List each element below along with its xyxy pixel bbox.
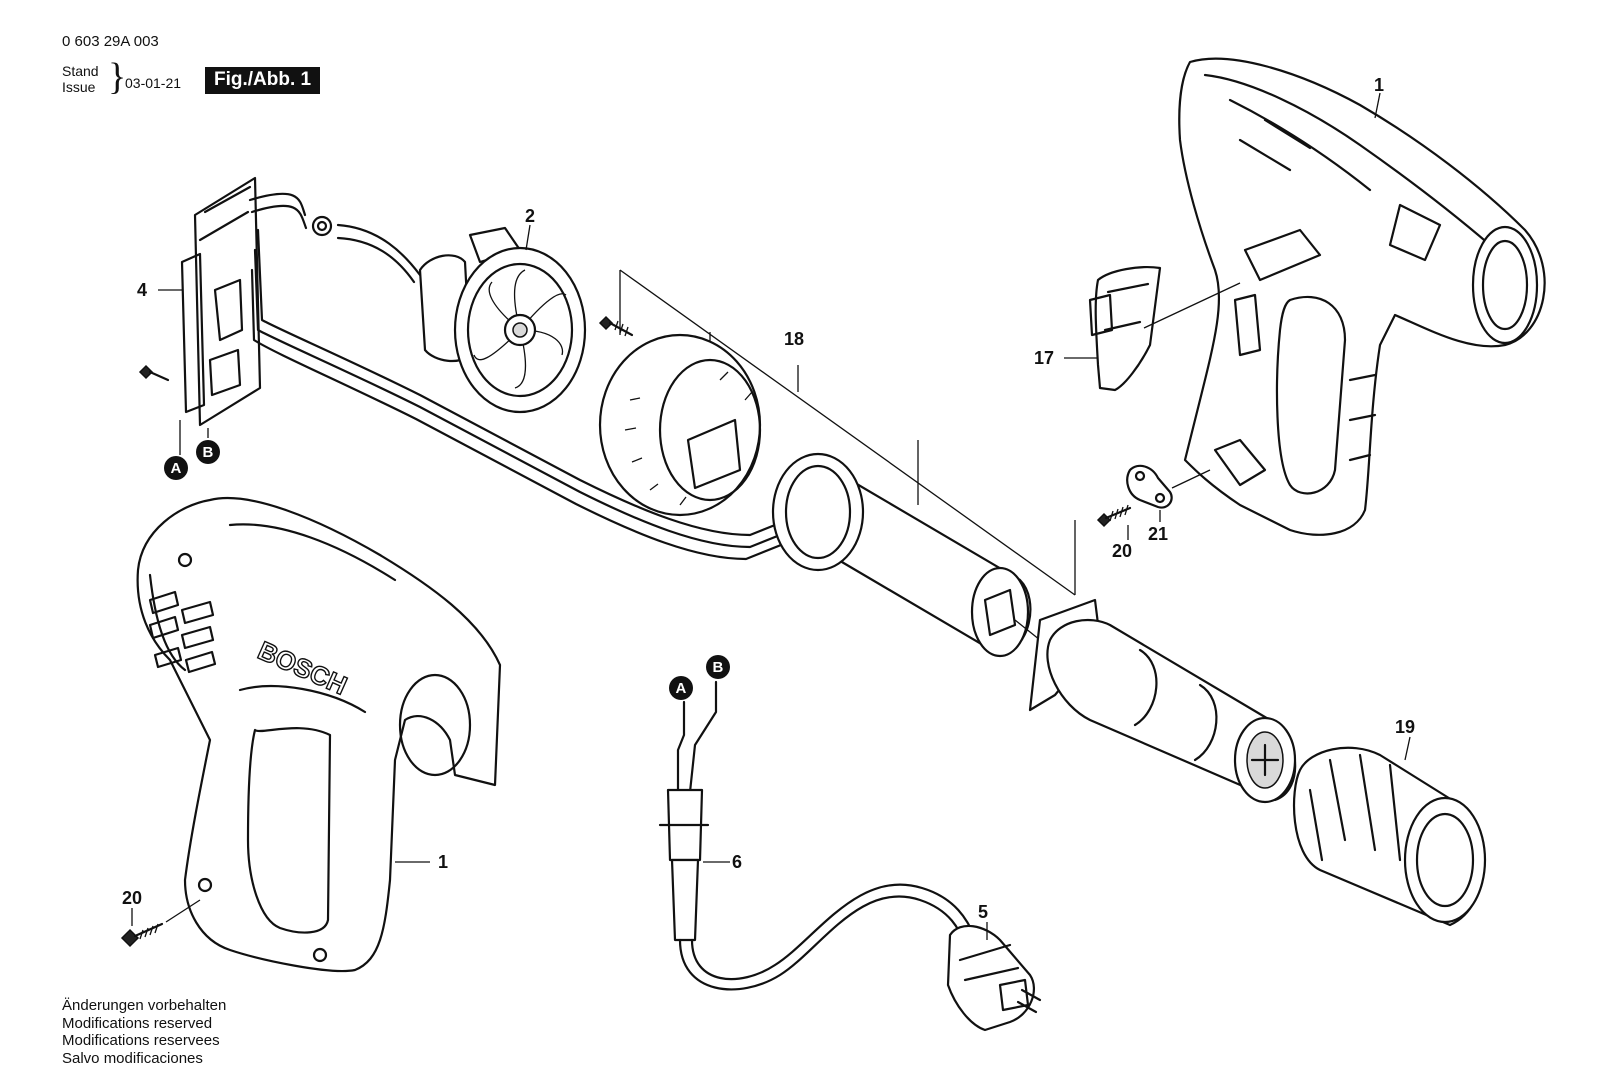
callout-housing-right: 1 (1374, 75, 1384, 95)
callout-fan: 2 (525, 206, 535, 226)
callout-screw-left: 20 (122, 888, 142, 908)
housing-half-left: BOSCH (136, 496, 502, 973)
leader-fan (525, 224, 531, 251)
issue-label: Issue (62, 79, 96, 95)
leader-switch-cover-to-housing (1143, 282, 1241, 329)
fan-screw-part (598, 315, 634, 337)
housing-half-right (1178, 57, 1546, 536)
screw-left-part (120, 922, 164, 948)
leader-screw-left-to-housing (165, 899, 201, 923)
stand-label: Stand (62, 63, 99, 79)
callout-nozzle: 19 (1395, 717, 1415, 737)
brace-glyph: } (108, 56, 127, 98)
leader-tube-joint (1014, 619, 1041, 641)
callout-switch-cover: 17 (1034, 348, 1054, 368)
cable-markers: A B (669, 655, 730, 700)
outer-tube-part (1028, 598, 1297, 804)
callout-screw-right: 20 (1112, 541, 1132, 561)
cable-marker-b-text: B (713, 659, 724, 676)
heating-tube-part (771, 452, 1032, 658)
switch-part (180, 176, 262, 427)
callout-housing-left: 1 (438, 852, 448, 872)
switch-marker-b: B (196, 440, 220, 464)
notice-line-fr: Modifications reservees (62, 1032, 220, 1049)
switch-marker-b-text: B (203, 444, 214, 461)
screw-right-part (1096, 504, 1132, 528)
callout-plug: 5 (978, 902, 988, 922)
switch-screw-part (138, 364, 170, 382)
issue-date: 03-01-21 (125, 75, 182, 91)
callout-cable: 6 (732, 852, 742, 872)
cable-marker-a-text: A (676, 680, 687, 697)
mains-plug-part (946, 924, 1042, 1032)
notice-line-de: Änderungen vorbehalten (62, 997, 227, 1014)
nozzle-part (1292, 746, 1487, 927)
switch-cover-part (1088, 266, 1162, 392)
power-cable-part (658, 680, 977, 991)
leader-housing-right (1374, 92, 1381, 119)
callout-switch: 4 (137, 280, 147, 300)
cable-clamp-part (1126, 464, 1173, 509)
figure-label: Fig./Abb. 1 (205, 67, 321, 94)
document-number: 0 603 29A 003 (62, 33, 159, 50)
leader-nozzle (1404, 736, 1411, 761)
callout-heating-assembly: 18 (784, 329, 804, 349)
switch-marker-a-text: A (171, 460, 182, 477)
internal-wiring (248, 192, 802, 561)
leader-clamp-to-housing (1171, 469, 1211, 489)
notice-line-en: Modifications reserved (62, 1014, 213, 1032)
stand-issue-label: Stand Issue (62, 63, 99, 95)
switch-marker-a: A (164, 456, 188, 480)
notice-line-es: Salvo modificaciones (62, 1049, 203, 1067)
modifications-notice: Änderungen vorbehalten Modifications res… (62, 997, 226, 1067)
callout-clamp: 21 (1148, 524, 1168, 544)
element-carrier-ring (598, 333, 762, 517)
fan-motor-part (418, 226, 587, 414)
